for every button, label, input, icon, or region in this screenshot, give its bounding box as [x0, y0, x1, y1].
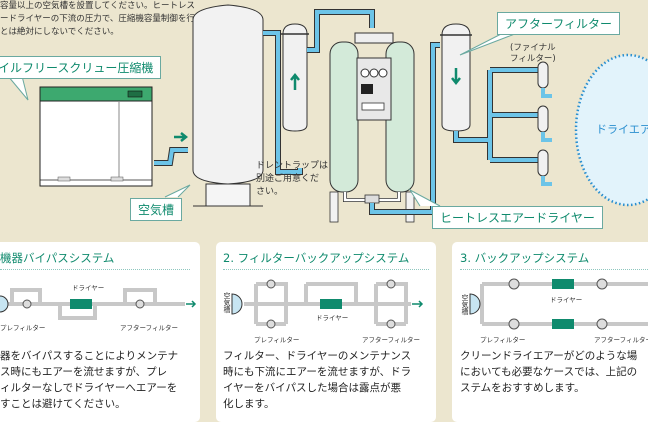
- card-backup-system: 3. バックアップシステム 空気槽 ドライヤー プレフィルター アフターフィルタ…: [452, 242, 648, 422]
- dry-air-zone: [574, 53, 648, 207]
- installation-note: 容量以上の空気槽を設置してください。ヒートレス ードライヤーの下流の圧力で、圧縮…: [0, 1, 195, 37]
- card-title: 2. フィルターバックアップシステム: [223, 251, 410, 265]
- dryer-callout: ヒートレスエアードライヤー: [432, 206, 603, 229]
- dryer-label: ドライヤー: [72, 284, 105, 292]
- final-filters: [537, 61, 552, 186]
- tank-label: 空気槽: [461, 294, 469, 315]
- divider: [0, 269, 190, 270]
- pre-filter: [281, 23, 309, 132]
- dryer-label: ドライヤー: [550, 296, 583, 304]
- system-diagram: [7, 4, 648, 223]
- dryer-label: ドライヤー: [316, 314, 349, 322]
- after-filter-label: アフターフィルター: [594, 336, 648, 344]
- flow-arrow-icon: [174, 132, 189, 142]
- card-description: フィルター、ドライヤーのメンテナンス 時にも下流にエアーを流せますが、ドラ イヤ…: [223, 350, 412, 410]
- card-filter-backup-system: 2. フィルターバックアップシステム 空気槽 ドライヤー プレフィルター アフタ…: [216, 242, 436, 422]
- after-filter-label: アフターフィルター: [362, 336, 420, 344]
- card-description: 器をバイパスすることによりメンテナ ス時にもエアーを流せますが、プレ ィルターな…: [0, 350, 179, 410]
- divider: [460, 269, 648, 270]
- compressor-callout: イルフリースクリュー圧縮機: [0, 56, 162, 79]
- final-filter-label: (ファイナル フィルター): [510, 43, 556, 64]
- card-bypass-system: 機器バイパスシステム ドライヤー プレフィルター アフターフィルター 器をバイパ…: [0, 242, 200, 422]
- air-tank-callout: 空気槽: [130, 198, 183, 221]
- pre-filter-label: プレフィルター: [480, 336, 526, 344]
- after-filter-callout: アフターフィルター: [497, 12, 621, 35]
- card-title: 3. バックアップシステム: [460, 251, 590, 265]
- compressor-unit: [39, 86, 153, 187]
- backup-schematic: [469, 278, 648, 330]
- card-description: クリーンドライエアーがどのような場 においても必要なケースでは、上記の ステムを…: [460, 350, 638, 394]
- card-title: 機器バイパスシステム: [0, 251, 115, 265]
- dry-air-label: ドライエアー: [596, 123, 648, 136]
- bypass-schematic: [0, 288, 197, 320]
- pre-filter-label: プレフィルター: [0, 324, 46, 332]
- air-tank: [192, 4, 264, 207]
- tank-label: 空気槽: [223, 292, 231, 313]
- heatless-dryer: [329, 32, 415, 223]
- after-filter-label: アフターフィルター: [120, 324, 178, 332]
- pre-filter-label: プレフィルター: [254, 336, 300, 344]
- filter-backup-schematic: [231, 279, 424, 329]
- divider: [223, 269, 429, 270]
- drain-trap-note: ドレントラップは 別途ご用意くだ さい。: [256, 161, 329, 197]
- after-filter: [440, 23, 472, 132]
